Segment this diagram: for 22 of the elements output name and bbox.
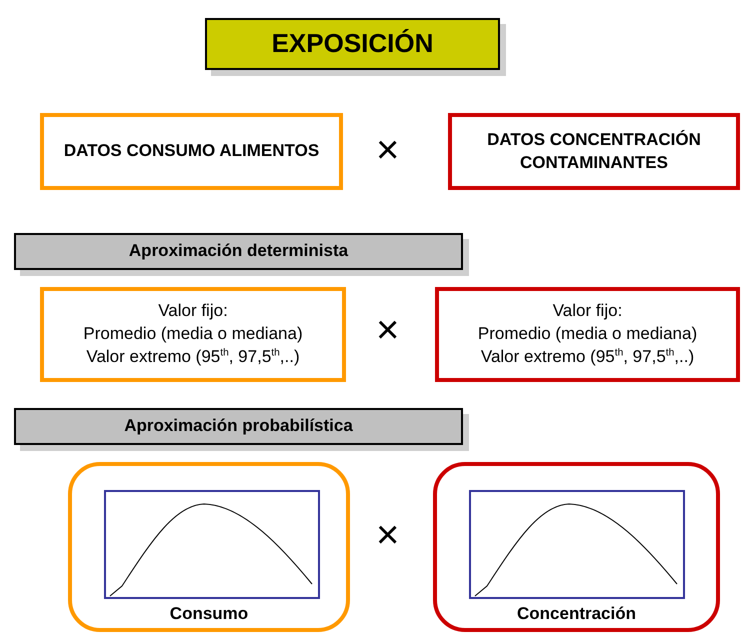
value-text: Valor extremo (95$^{th}$, 97,5$^{th}$,..) bbox=[480, 346, 694, 368]
box-heading: DATOS CONSUMO ALIMENTOS bbox=[64, 140, 320, 162]
section-heading: Aproximación probabilística bbox=[124, 415, 353, 438]
value-text: Valor extremo (95$^{th}$, 97,5$^{th}$,..) bbox=[86, 346, 300, 368]
data-box bbox=[448, 113, 740, 190]
value-box bbox=[40, 287, 346, 382]
value-text: Valor fijo: bbox=[158, 300, 228, 322]
box-heading: DATOS CONCENTRACIÓN CONTAMINANTES bbox=[486, 128, 702, 174]
multiplication-sign: × bbox=[376, 515, 400, 555]
value-text: Promedio (media o mediana) bbox=[478, 323, 698, 346]
value-box bbox=[435, 287, 740, 382]
value-text: Promedio (media o mediana) bbox=[83, 323, 303, 346]
panel-caption: Concentración bbox=[516, 603, 636, 626]
multiplication-sign: × bbox=[376, 310, 400, 350]
data-box bbox=[40, 113, 343, 190]
distribution-panel bbox=[68, 462, 350, 632]
title-text: EXPOSICIÓN bbox=[272, 27, 434, 60]
multiplication-sign: × bbox=[376, 130, 400, 170]
panel-caption: Consumo bbox=[170, 603, 248, 626]
section-heading: Aproximación determinista bbox=[128, 240, 348, 262]
distribution-panel bbox=[433, 462, 720, 632]
value-text: Valor fijo: bbox=[552, 300, 622, 322]
